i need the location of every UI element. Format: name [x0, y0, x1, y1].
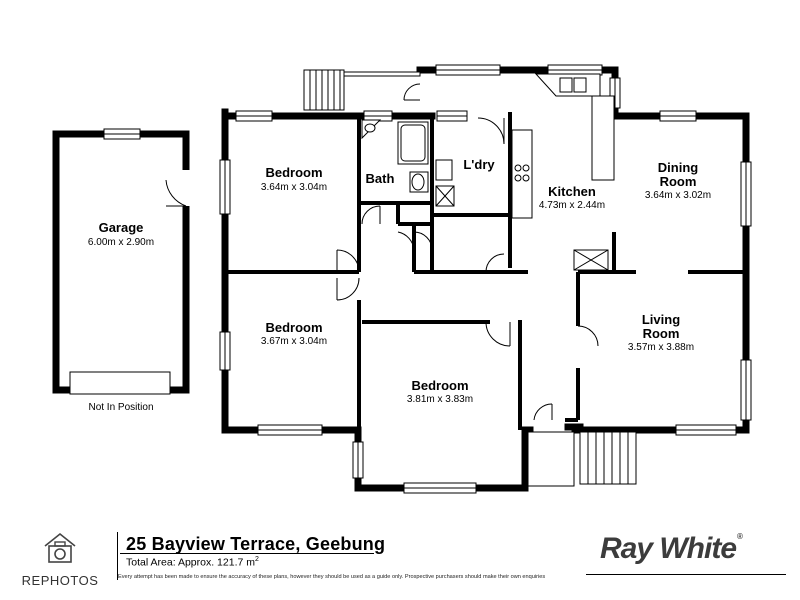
total-area-text: Total Area: Approx. 121.7 m — [126, 556, 255, 569]
footer-divider-vertical — [117, 532, 118, 580]
total-area-unit-sup: 2 — [255, 556, 259, 563]
registered-mark: ® — [737, 532, 743, 541]
doors — [336, 83, 599, 421]
footer-divider-address — [120, 553, 374, 554]
kitchen-dims: 4.73m x 2.44m — [539, 200, 605, 211]
bedroom1-dims: 3.64m x 3.04m — [261, 182, 327, 193]
ray-white-logo: Ray White® — [600, 532, 743, 566]
disclaimer: Every attempt has been made to ensure th… — [118, 574, 546, 580]
living-name-line2: Room — [643, 326, 680, 341]
total-area: Total Area: Approx. 121.7 m2 — [126, 556, 259, 569]
garage-name: Garage — [99, 220, 144, 235]
ray-white-logo-text: Ray White — [600, 532, 737, 565]
dining-dims: 3.64m x 3.02m — [645, 190, 711, 201]
camera-house-icon — [44, 532, 76, 563]
rear-stairs — [303, 69, 421, 111]
bath-fixtures — [361, 119, 429, 193]
windows — [219, 64, 752, 494]
kitchen-name: Kitchen — [548, 184, 596, 199]
bath-name: Bath — [366, 171, 395, 186]
kitchen-fixtures — [511, 73, 615, 271]
garage-dims: 6.00m x 2.90m — [88, 237, 154, 248]
footer-divider-right — [586, 574, 786, 575]
laundry-fixtures — [435, 159, 455, 207]
rephotos-logo-text: REPHOTOS — [21, 573, 99, 588]
garage-note: Not In Position — [88, 402, 153, 413]
garage-walls — [52, 130, 190, 394]
room-labels: Garage 6.00m x 2.90m Not In Position Bed… — [88, 157, 711, 413]
bedroom3-dims: 3.81m x 3.83m — [407, 394, 473, 405]
bedroom3-name: Bedroom — [411, 378, 468, 393]
garage-side-door — [165, 170, 191, 207]
living-name: Living — [642, 312, 680, 327]
property-address: 25 Bayview Terrace, Geebung — [126, 534, 386, 554]
rephotos-logo: REPHOTOS — [10, 532, 110, 588]
bedroom2-dims: 3.67m x 3.04m — [261, 336, 327, 347]
laundry-name: L'dry — [463, 157, 495, 172]
living-dims: 3.57m x 3.88m — [628, 342, 694, 353]
garage-door-opening — [69, 371, 171, 395]
dining-name-line2: Room — [660, 174, 697, 189]
bedroom2-name: Bedroom — [265, 320, 322, 335]
dining-name: Dining — [658, 160, 698, 175]
bedroom1-name: Bedroom — [265, 165, 322, 180]
garage-window — [103, 128, 141, 140]
front-stairs — [527, 431, 637, 487]
